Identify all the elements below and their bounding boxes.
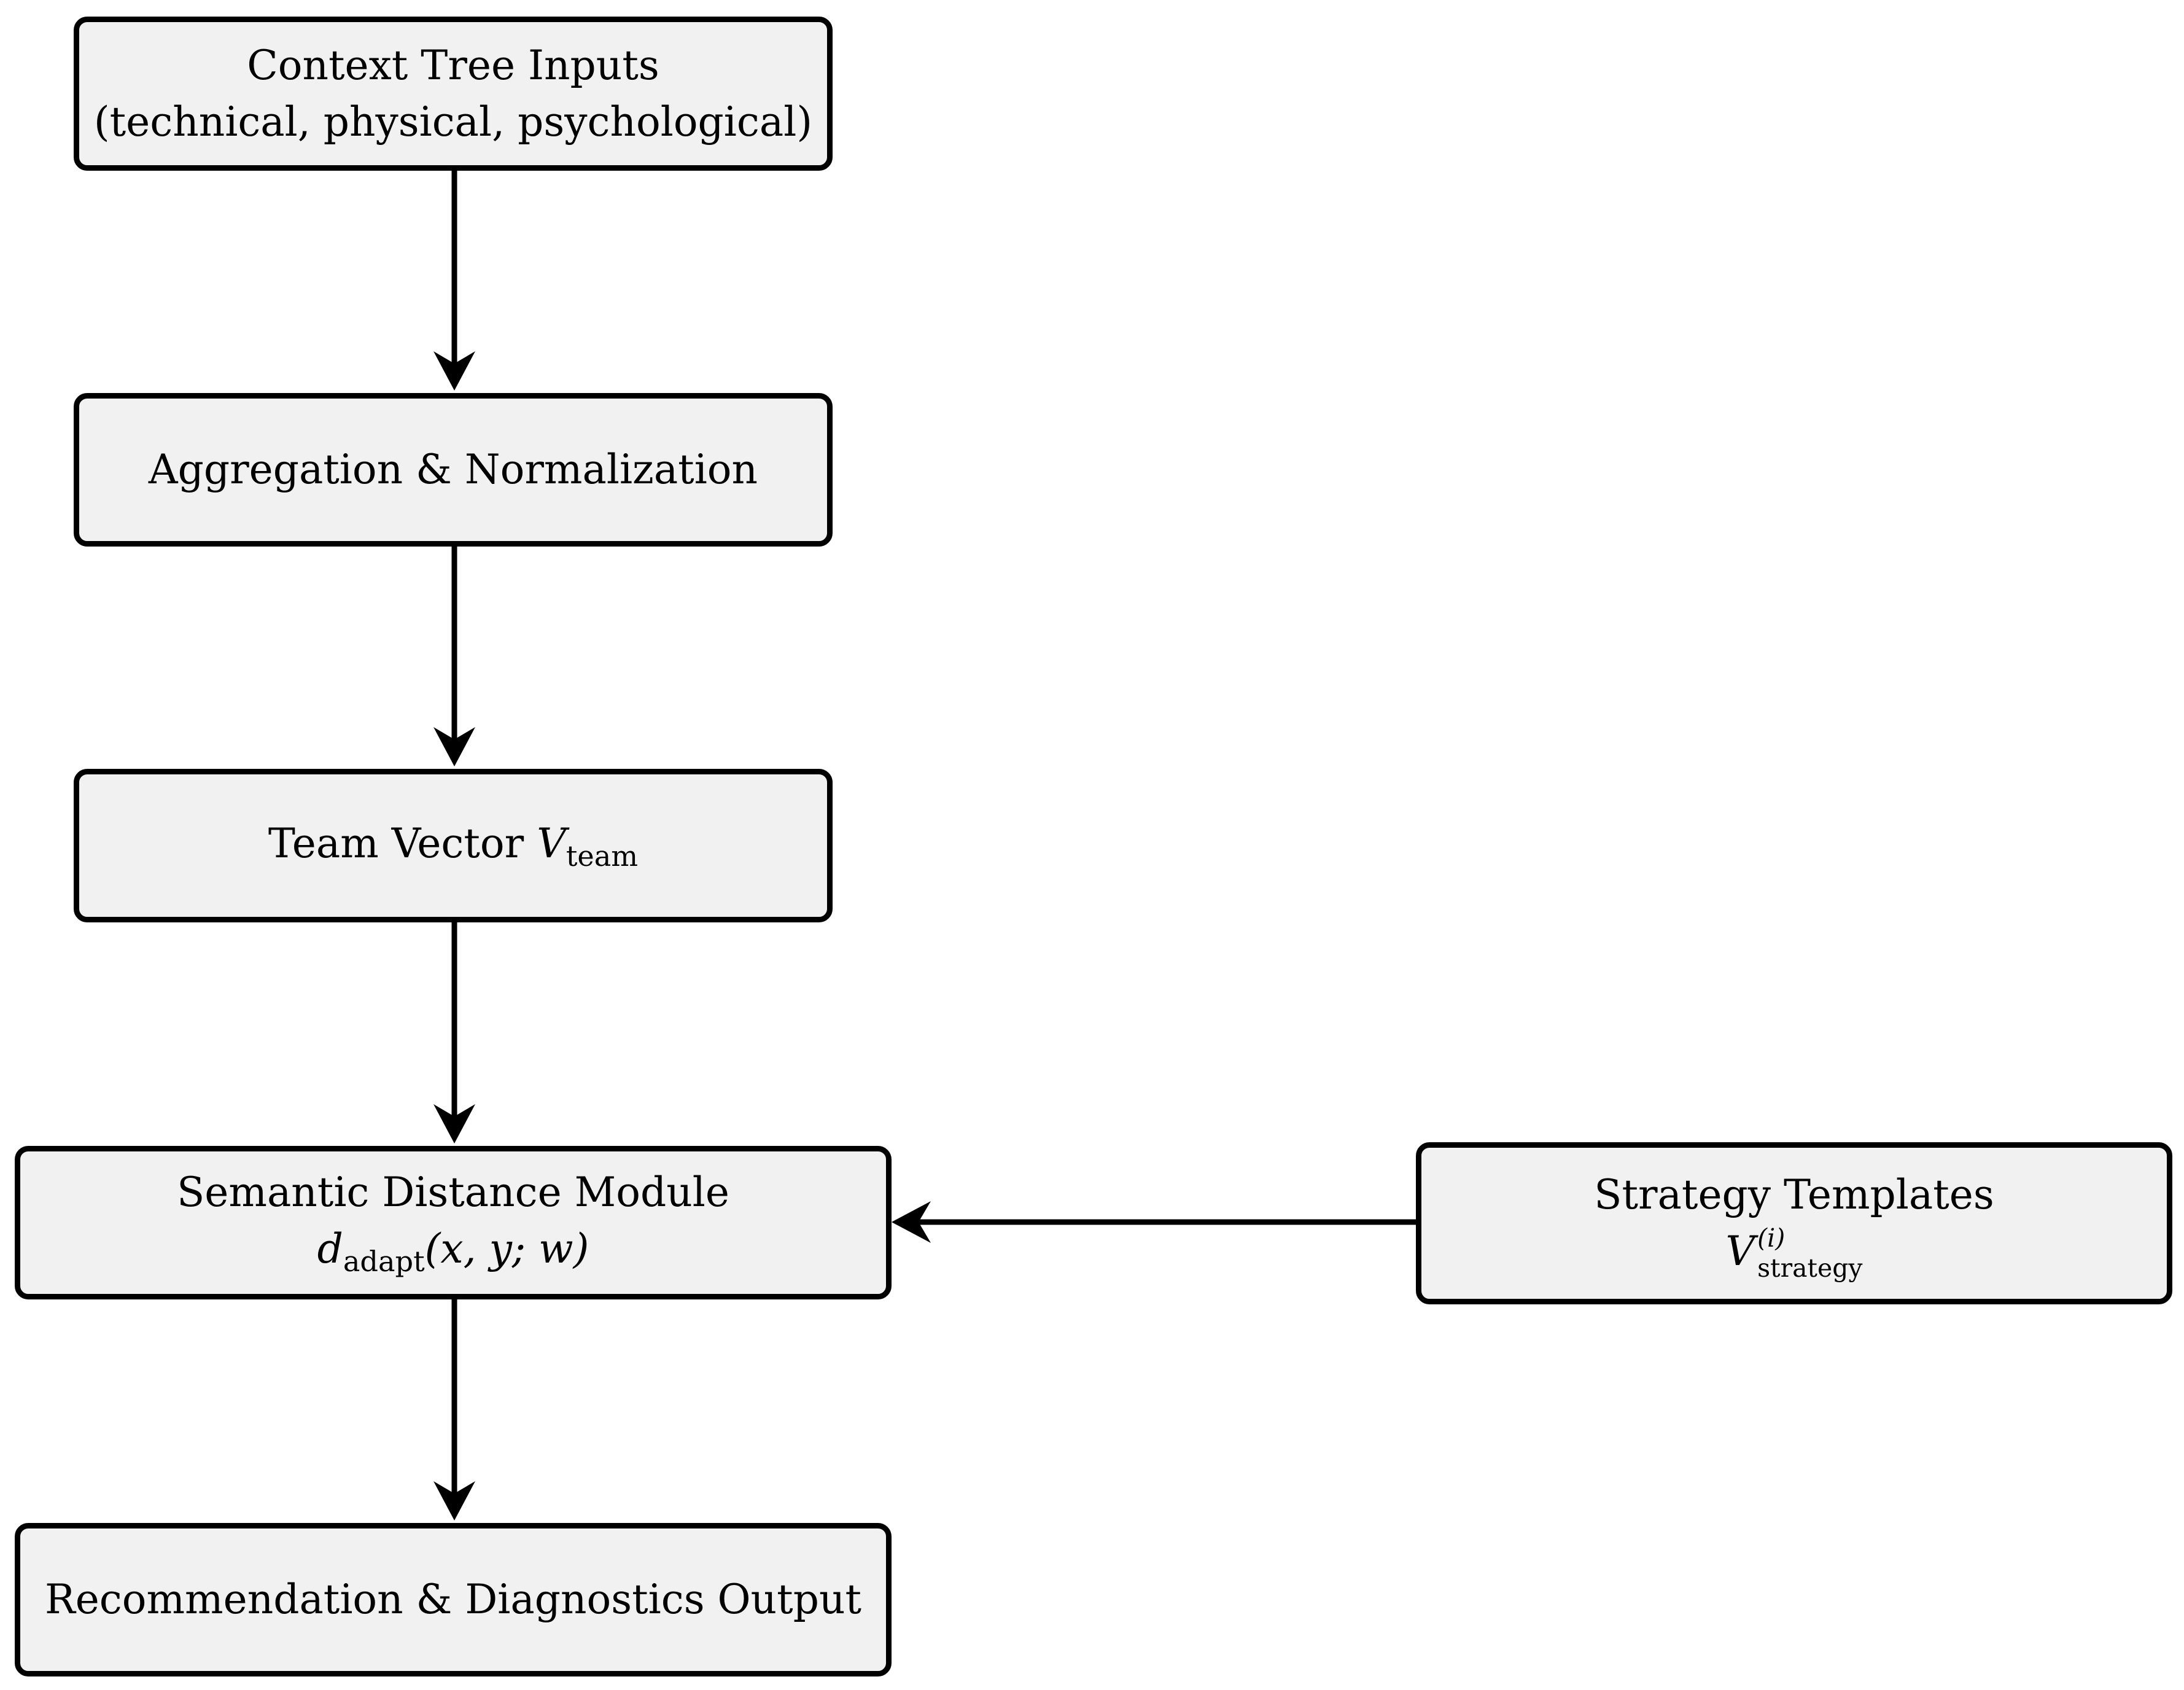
node-strategy-templates: Strategy Templates V(i)strategy [1416, 1142, 2172, 1304]
strategy-templates-formula: V(i)strategy [1725, 1223, 1863, 1283]
strategy-templates-title: Strategy Templates [1594, 1171, 1994, 1218]
team-vector-text: Team Vector [268, 820, 537, 867]
semantic-distance-args: (x, y; w) [424, 1225, 589, 1272]
arrow-context-to-aggregation [433, 171, 475, 391]
node-team-vector: Team Vector Vteam [74, 769, 833, 922]
node-context-tree-inputs: Context Tree Inputs (technical, physical… [74, 17, 833, 171]
semantic-distance-formula: dadapt(x, y; w) [317, 1221, 589, 1281]
recommendation-diagnostics-label: Recommendation & Diagnostics Output [45, 1576, 861, 1623]
node-aggregation-normalization: Aggregation & Normalization [74, 393, 833, 547]
context-tree-inputs-subtitle: (technical, physical, psychological) [93, 98, 813, 146]
semantic-distance-subscript: adapt [343, 1244, 425, 1278]
strategy-templates-subscript: strategy [1757, 1253, 1863, 1283]
node-recommendation-diagnostics-output: Recommendation & Diagnostics Output [15, 1523, 892, 1676]
semantic-distance-symbol: d [317, 1225, 343, 1272]
arrow-strategy-to-semantic-distance [892, 1201, 1416, 1243]
team-vector-subscript: team [565, 839, 639, 873]
arrow-aggregation-to-team-vector [433, 547, 475, 766]
context-tree-inputs-title: Context Tree Inputs [247, 41, 659, 89]
arrow-semantic-distance-to-recommendation [433, 1299, 475, 1521]
strategy-templates-superscript: (i) [1757, 1223, 1786, 1253]
semantic-distance-title: Semantic Distance Module [177, 1169, 729, 1216]
strategy-templates-scripts: (i)strategy [1757, 1223, 1863, 1283]
team-vector-symbol: V [537, 820, 566, 867]
strategy-templates-symbol: V [1725, 1228, 1755, 1275]
team-vector-label: Team Vector Vteam [268, 816, 638, 876]
aggregation-normalization-label: Aggregation & Normalization [148, 446, 758, 493]
node-semantic-distance-module: Semantic Distance Module dadapt(x, y; w) [15, 1146, 892, 1299]
arrow-team-vector-to-semantic-distance [433, 922, 475, 1143]
